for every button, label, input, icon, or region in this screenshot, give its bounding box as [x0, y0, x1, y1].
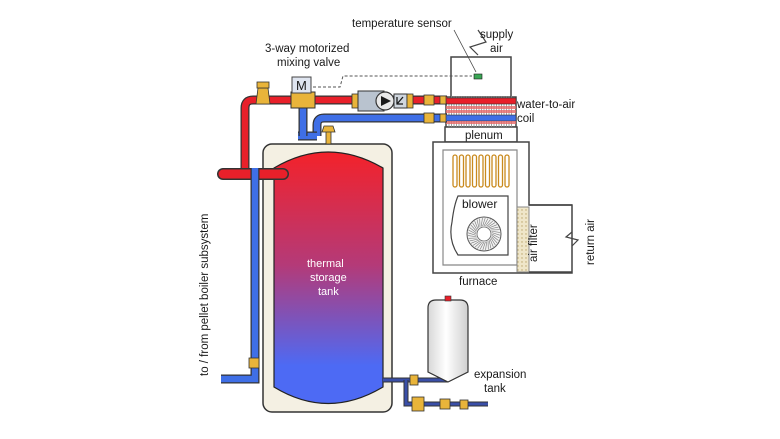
heat-exchanger-tube [458, 154, 465, 188]
supply-duct-break [468, 29, 487, 56]
heat-exchanger-tube [471, 154, 478, 188]
blower-blade [489, 224, 498, 229]
label-furnace: furnace [459, 276, 497, 288]
blower-blade [469, 238, 478, 242]
blower-blade [490, 226, 499, 230]
fill-valve-icon [411, 396, 425, 412]
thermal-storage-tank [262, 125, 393, 413]
expansion-tank-body [427, 299, 469, 383]
blower-blade [488, 240, 492, 249]
heat-exchanger-tube [491, 154, 497, 188]
heat-exchanger-tube [504, 154, 510, 188]
blower-blade [486, 220, 494, 227]
coil-mid-tube [446, 110, 516, 113]
drain-valve-icon [248, 357, 260, 369]
coil-hot-tube [445, 97, 517, 105]
label-air-filter: air filter [528, 224, 540, 262]
label-valve-line1: 3-way motorized [265, 43, 349, 55]
heat-exchanger-tube [484, 154, 491, 188]
heat-exchanger-tube [465, 154, 471, 188]
coil-mid-tube [446, 106, 516, 109]
label-valve-letter: M [296, 78, 307, 93]
blower-blade [474, 241, 482, 248]
label-temperature-sensor: temperature sensor [352, 18, 452, 30]
label-coil: coil [517, 113, 534, 125]
sensor-wire [313, 75, 472, 88]
coil-mid-tube [446, 121, 516, 124]
isolation-valve-hot [423, 94, 435, 106]
mixing-valve-body [290, 91, 316, 109]
blower-blade [489, 239, 494, 248]
blower-blade [468, 229, 477, 235]
label-tank-line1: thermal [307, 258, 344, 270]
blower-blade [470, 239, 479, 244]
blower [450, 195, 509, 256]
water-to-air-coil [445, 96, 517, 127]
heat-exchanger-tube [497, 154, 504, 188]
coil-cool-tube [445, 114, 517, 122]
blower-blade [469, 227, 477, 233]
label-plenum: plenum [465, 130, 503, 142]
blower-blade [482, 241, 486, 251]
isolation-valve-cool [423, 112, 435, 124]
temperature-sensor-icon [473, 73, 483, 80]
sensor-leader [453, 29, 477, 73]
label-expansion-tank: tank [484, 383, 506, 395]
label-valve-line2: mixing valve [277, 57, 340, 69]
return-duct-break [564, 231, 580, 247]
label-return-air: return air [585, 219, 597, 265]
label-air: air [490, 43, 503, 55]
blower-blade [490, 237, 496, 246]
air-vent-icon [255, 87, 271, 105]
blower-blade [487, 222, 496, 228]
blower-blade [483, 218, 489, 227]
blower-blade [470, 224, 477, 232]
blower-hub [476, 226, 492, 242]
blower-blade [467, 232, 477, 236]
label-tank-line2: storage [310, 272, 347, 284]
label-boiler-subsystem: to / from pellet boiler subsystem [199, 214, 211, 376]
tank-body [273, 151, 384, 405]
check-valve-icon [393, 93, 408, 109]
blower-blade [472, 240, 481, 246]
label-expansion: expansion [474, 369, 526, 381]
blower-blade [491, 235, 499, 241]
blower-blade [491, 232, 501, 236]
heat-exchanger-tube [478, 154, 484, 188]
label-tank-line3: tank [318, 286, 339, 298]
blower-blade [474, 220, 479, 229]
return-air-duct [529, 204, 572, 273]
temperature-sensor [313, 29, 483, 88]
blower-blade [491, 230, 500, 233]
blower-blades [467, 217, 501, 251]
fittings [248, 76, 469, 412]
expansion-valve-icon [409, 374, 419, 386]
blower-blade [476, 219, 480, 228]
blower-blade [477, 241, 483, 249]
label-blower: blower [462, 197, 497, 211]
blower-blade [482, 217, 486, 227]
label-supply: supply [480, 29, 513, 41]
blower-blade [485, 219, 491, 227]
blower-blade [491, 233, 500, 239]
air-vent-icon [321, 125, 336, 133]
mixing-valve-actuator [291, 76, 312, 94]
expansion-tank [427, 295, 469, 383]
blower-blade [480, 218, 483, 227]
blower-blade [491, 236, 498, 244]
pump-flange-l [351, 93, 359, 109]
furnace-heat-exchanger [452, 154, 510, 188]
blower-blade [468, 235, 477, 238]
heat-exchanger-tube [452, 154, 458, 188]
blower-blade [472, 222, 478, 231]
blower-blade [485, 241, 488, 250]
blower-blade [479, 241, 485, 250]
label-water-to-air: water-to-air [516, 99, 575, 111]
air-filter [516, 206, 530, 273]
